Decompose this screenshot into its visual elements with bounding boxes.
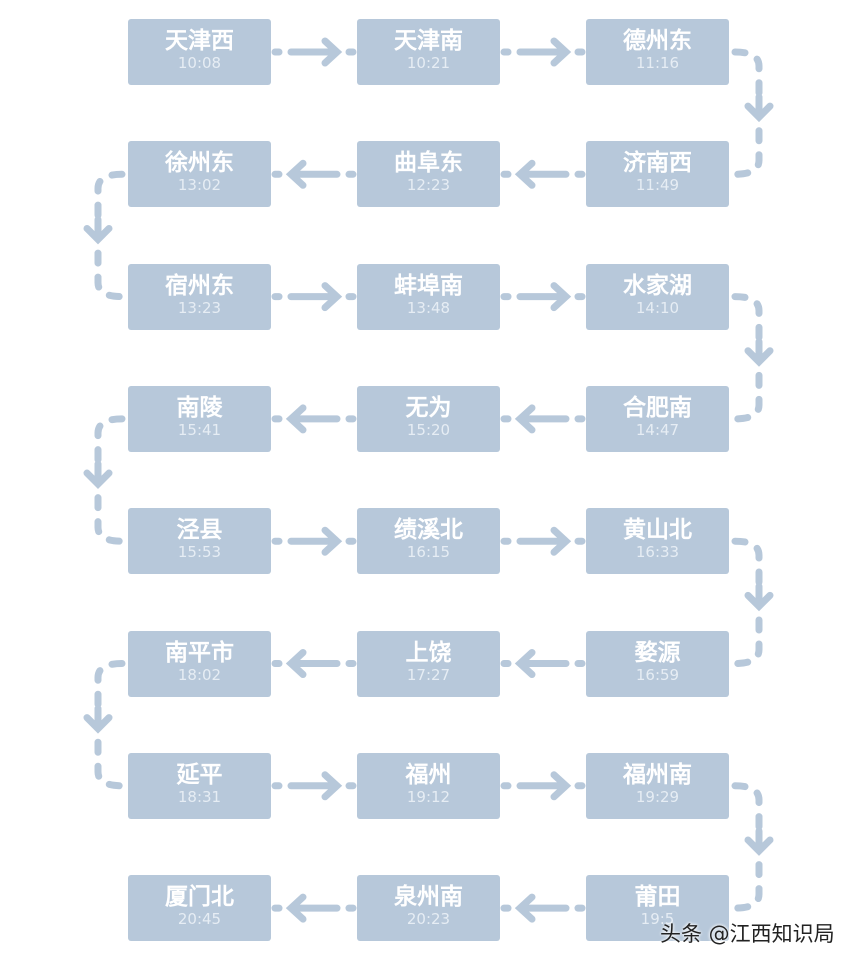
- station-name: 绩溪北: [394, 517, 463, 544]
- station-time: 19:12: [406, 787, 451, 806]
- station-time: 12:23: [406, 176, 451, 195]
- station-time: 20:45: [177, 910, 222, 929]
- station-name: 合肥南: [623, 394, 692, 421]
- station-time: 15:20: [406, 420, 451, 439]
- station-name: 蚌埠南: [394, 272, 463, 299]
- station-name: 南平市: [165, 639, 234, 666]
- arrow-left-icon: [514, 404, 570, 434]
- station-name: 黄山北: [623, 517, 692, 544]
- arrow-left-icon: [285, 404, 341, 434]
- station-time: 10:08: [177, 54, 222, 72]
- arrow-left-icon: [285, 159, 341, 189]
- station-name: 德州东: [623, 28, 692, 54]
- station-name: 厦门北: [165, 884, 234, 911]
- station-name: 南陵: [176, 394, 223, 421]
- station-name: 莆田: [634, 884, 681, 911]
- station-time: 20:23: [406, 910, 451, 929]
- station-time: 14:47: [635, 420, 680, 439]
- station-time: 10:21: [406, 54, 451, 72]
- station-name: 曲阜东: [394, 150, 463, 177]
- arrow-down-icon: [744, 827, 774, 856]
- station-time: 17:27: [406, 665, 451, 684]
- station-name: 水家湖: [623, 272, 692, 299]
- arrow-right-icon: [516, 526, 572, 556]
- station-name: 婺源: [634, 639, 681, 666]
- station-name: 徐州东: [165, 150, 234, 177]
- arrow-left-icon: [285, 649, 341, 678]
- arrow-down-icon: [744, 93, 774, 123]
- arrow-down-icon: [744, 338, 774, 367]
- station-time: 16:59: [635, 665, 680, 684]
- station-name: 上饶: [405, 639, 452, 666]
- arrow-right-icon: [287, 526, 343, 556]
- station-time: 19:5: [640, 910, 675, 929]
- watermark: 头条 @江西知识局: [660, 922, 835, 946]
- station-time: 16:15: [406, 543, 451, 562]
- arrow-right-icon: [516, 37, 572, 67]
- station-time: 13:23: [177, 298, 222, 317]
- arrow-left-icon: [514, 159, 570, 189]
- station-name: 泾县: [176, 517, 223, 544]
- station-name: 天津西: [165, 28, 234, 54]
- station-name: 宿州东: [165, 272, 234, 299]
- station-time: 15:53: [177, 543, 222, 562]
- station-name: 福州: [405, 761, 452, 788]
- arrow-left-icon: [514, 893, 570, 923]
- station-name: 无为: [405, 394, 452, 421]
- arrow-down-icon: [83, 215, 113, 245]
- station-time: 11:49: [635, 176, 680, 195]
- arrow-down-icon: [744, 582, 774, 612]
- arrow-down-icon: [83, 705, 113, 734]
- arrow-down-icon: [83, 460, 113, 489]
- station-time: 16:33: [635, 543, 680, 562]
- station-time: 13:02: [177, 176, 222, 195]
- arrow-right-icon: [516, 771, 572, 801]
- station-time: 15:41: [177, 420, 222, 439]
- arrow-right-icon: [287, 37, 343, 67]
- station-name: 济南西: [623, 150, 692, 177]
- arrow-left-icon: [285, 893, 341, 923]
- station-time: 14:10: [635, 298, 680, 317]
- arrow-right-icon: [287, 771, 343, 801]
- station-name: 泉州南: [394, 884, 463, 911]
- station-time: 18:31: [177, 787, 222, 806]
- station-name: 天津南: [394, 28, 463, 54]
- station-name: 福州南: [623, 761, 692, 788]
- station-time: 18:02: [177, 665, 222, 684]
- arrow-left-icon: [514, 649, 570, 678]
- station-time: 13:48: [406, 298, 451, 317]
- arrow-right-icon: [287, 282, 343, 312]
- station-time: 11:16: [635, 54, 680, 72]
- station-time: 19:29: [635, 787, 680, 806]
- arrow-right-icon: [516, 282, 572, 312]
- station-name: 延平: [176, 761, 223, 788]
